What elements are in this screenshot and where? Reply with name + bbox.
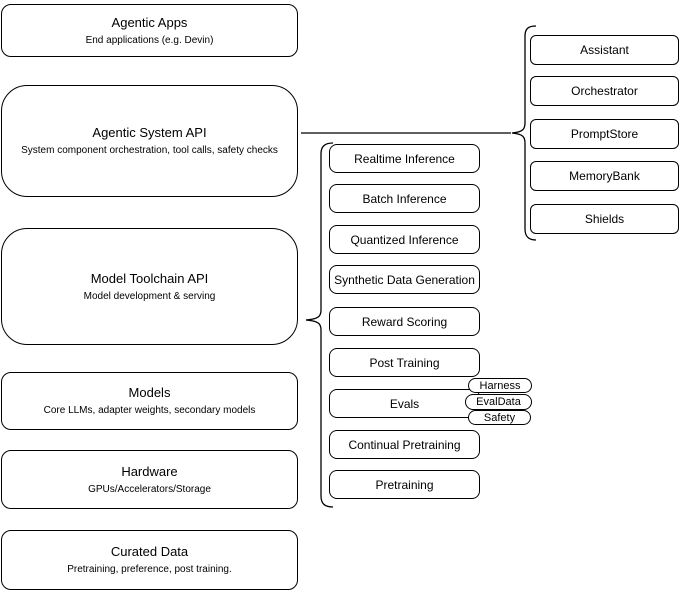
node-models: Models Core LLMs, adapter weights, secon…: [1, 372, 298, 430]
node-subtitle: System component orchestration, tool cal…: [21, 145, 278, 156]
node-title: Models: [128, 385, 171, 400]
node-subtitle: Pretraining, preference, post training.: [67, 564, 232, 575]
node-synthetic-data-generation: Synthetic Data Generation: [329, 265, 480, 294]
node-continual-pretraining: Continual Pretraining: [329, 430, 480, 459]
node-subtitle: Core LLMs, adapter weights, secondary mo…: [43, 405, 256, 416]
node-title: Model Toolchain API: [90, 270, 209, 286]
node-promptstore: PromptStore: [530, 119, 679, 149]
node-agentic-system-api: Agentic System API System component orch…: [1, 85, 298, 197]
node-batch-inference: Batch Inference: [329, 184, 480, 213]
node-assistant: Assistant: [530, 35, 679, 65]
node-title: Curated Data: [110, 544, 189, 559]
node-memorybank: MemoryBank: [530, 161, 679, 191]
pill-evaldata: EvalData: [465, 394, 532, 410]
pill-harness: Harness: [468, 378, 532, 393]
node-curated-data: Curated Data Pretraining, preference, po…: [1, 530, 298, 590]
node-model-toolchain-api: Model Toolchain API Model development & …: [1, 228, 298, 345]
node-evals: Evals: [329, 389, 480, 418]
node-post-training: Post Training: [329, 348, 480, 377]
node-shields: Shields: [530, 204, 679, 234]
node-title: Agentic System API: [92, 125, 207, 140]
node-title: Hardware: [121, 463, 178, 479]
node-realtime-inference: Realtime Inference: [329, 144, 480, 173]
node-orchestrator: Orchestrator: [530, 76, 679, 106]
node-subtitle: End applications (e.g. Devin): [85, 34, 214, 46]
node-hardware: Hardware GPUs/Accelerators/Storage: [1, 450, 298, 509]
node-title: Agentic Apps: [111, 14, 188, 30]
node-subtitle: Model development & serving: [83, 290, 216, 302]
node-reward-scoring: Reward Scoring: [329, 307, 480, 336]
node-pretraining: Pretraining: [329, 470, 480, 499]
node-agentic-apps: Agentic Apps End applications (e.g. Devi…: [1, 4, 298, 57]
node-quantized-inference: Quantized Inference: [329, 225, 480, 254]
node-subtitle: GPUs/Accelerators/Storage: [88, 483, 211, 495]
pill-safety: Safety: [468, 410, 531, 425]
